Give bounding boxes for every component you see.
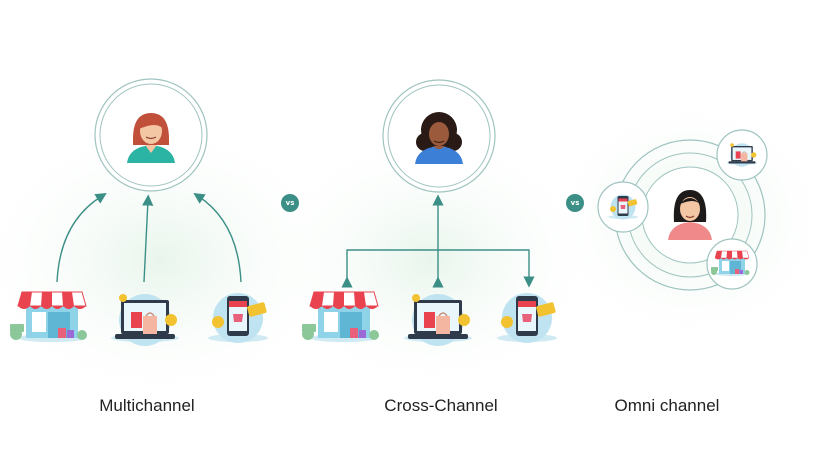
omni-channel-section [597, 129, 768, 291]
multichannel-section [9, 78, 268, 347]
laptop-shopping-icon [110, 293, 180, 347]
arrow-icon [142, 194, 154, 283]
vs-badge: vs [566, 194, 584, 212]
arrow-icon [193, 192, 242, 283]
arrow-icon [56, 193, 107, 283]
customer-ring-inner [387, 84, 491, 188]
background-glow [0, 110, 360, 410]
cross-channel-section [301, 79, 557, 347]
customer-ring-inner [99, 83, 203, 187]
cross-channel-label: Cross-Channel [384, 396, 498, 415]
laptop-shopping-icon [726, 142, 758, 168]
connector-line [341, 249, 535, 288]
vs-badge: vs [281, 194, 299, 212]
laptop-shopping-icon [403, 293, 473, 347]
multichannel-label: Multichannel [99, 396, 195, 415]
omni-channel-label: Omni channel [614, 396, 720, 415]
